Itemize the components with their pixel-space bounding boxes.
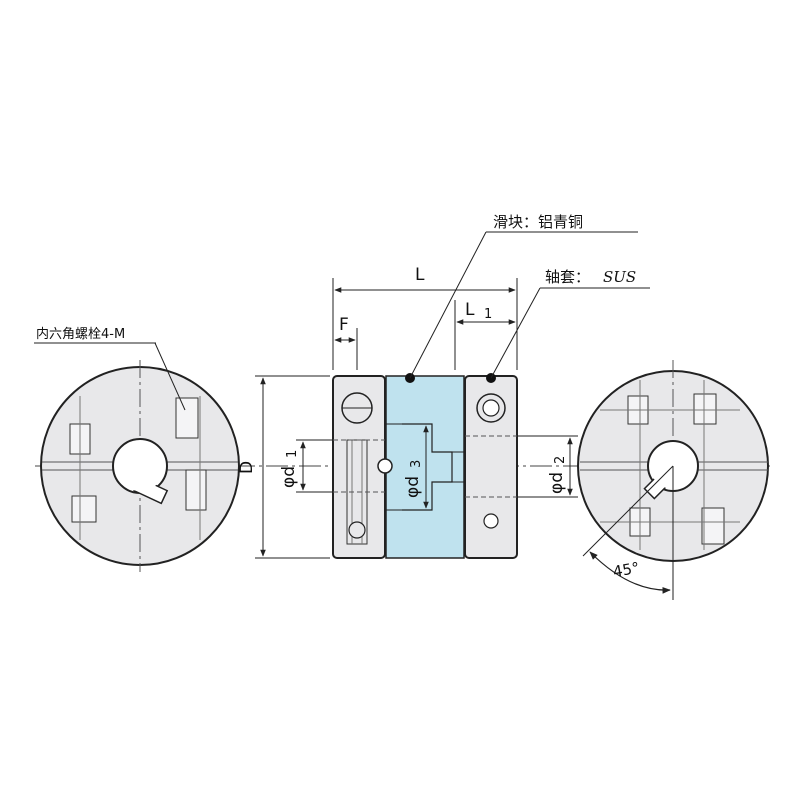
dim-d1-label: φd — [279, 466, 299, 488]
dim-d3-label: φd — [403, 476, 423, 498]
hub-material-value: SUS — [603, 268, 636, 286]
dim-D-label: D — [237, 461, 257, 474]
dim-L1-label: L — [465, 300, 475, 320]
dimensions — [255, 278, 578, 559]
hub-material-label: 轴套： — [545, 268, 590, 286]
dim-d3-subscript: 3 — [409, 460, 424, 468]
dim-d2-subscript: 2 — [553, 456, 568, 464]
dim-d2-label: φd — [547, 472, 567, 494]
dim-L-label: L — [415, 265, 425, 285]
bolt-label: 内六角螺栓4-M — [36, 326, 125, 342]
slider-material-label: 滑块：铝青铜 — [493, 213, 583, 231]
angle-label: 45° — [612, 559, 641, 581]
dim-F-label: F — [339, 315, 349, 335]
side-view — [332, 373, 518, 559]
left-end-view — [40, 342, 240, 572]
dim-L1-subscript: 1 — [484, 307, 492, 322]
right-end-view — [577, 360, 769, 600]
leaders — [34, 231, 650, 379]
dim-d1-subscript: 1 — [285, 450, 300, 458]
